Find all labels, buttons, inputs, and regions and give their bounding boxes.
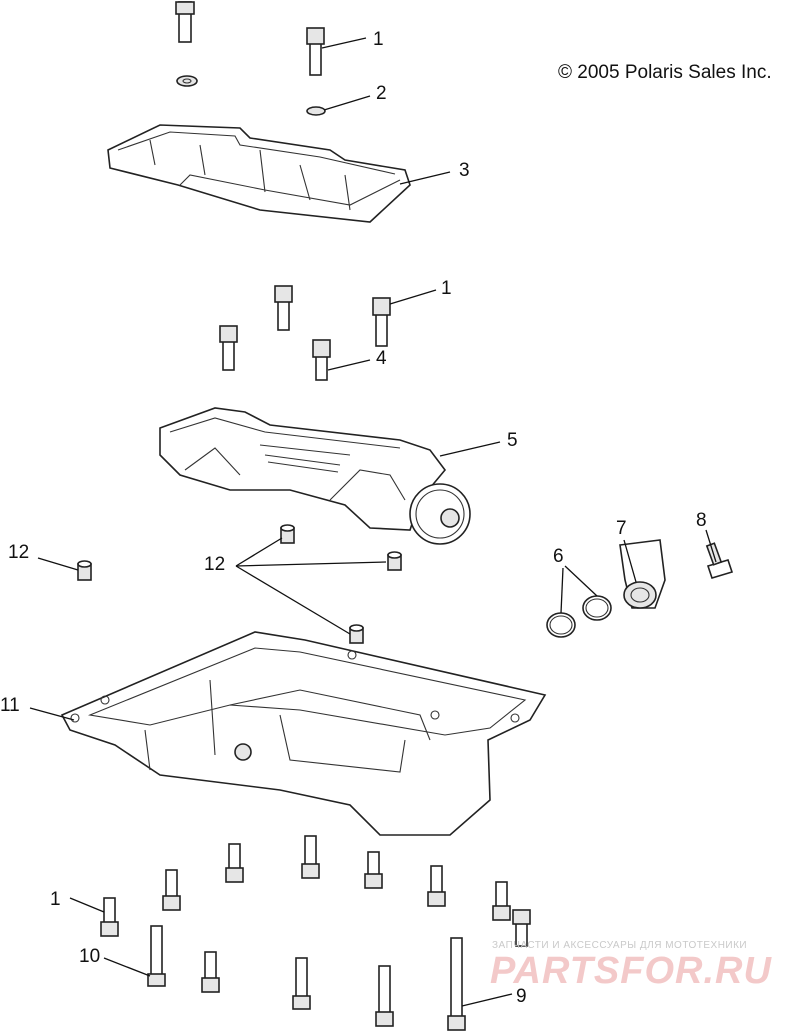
bolt-bottom-4 [364, 851, 383, 889]
bolt-bottom-3 [162, 869, 181, 911]
callout-1-top: 1 [373, 29, 384, 50]
bolt-bottom-1 [225, 843, 244, 883]
dowel-pin-center-b [387, 551, 402, 571]
callout-2: 2 [376, 83, 387, 104]
oil-pan-part-11 [60, 631, 547, 836]
watermark-tagline: ЗАПЧАСТИ И АКСЕССУАРЫ ДЛЯ МОТОТЕХНИКИ [492, 940, 748, 951]
oil-pump-part-5 [159, 407, 471, 545]
bolt-bottom-5 [427, 865, 446, 907]
dowel-pin-center-a [280, 524, 295, 544]
bolt-bottom-6 [492, 881, 511, 921]
callout-10: 10 [79, 946, 100, 967]
leader-lines [29, 37, 717, 1007]
bolt-bottom-10 [375, 965, 394, 1027]
bolt-bottom-7 [512, 909, 531, 947]
bolt-bottom-2 [301, 835, 320, 879]
bolt-part-1-top [306, 27, 325, 76]
callout-4: 4 [376, 348, 387, 369]
bolt-top-left [175, 1, 195, 43]
callout-6: 6 [553, 546, 564, 567]
bolt-part-9 [447, 937, 466, 1031]
bolt-part-1-bottom [100, 897, 119, 937]
callout-3: 3 [459, 160, 470, 181]
baffle-plate-part-3 [107, 124, 411, 223]
bolt-part-10 [147, 925, 166, 987]
oil-fitting-part-7 [619, 539, 666, 609]
dowel-pin-center-c [349, 624, 364, 644]
washer-part-2 [306, 106, 326, 116]
o-ring-part-6 [546, 595, 612, 638]
bolt-part-4 [312, 339, 331, 381]
callout-9: 9 [516, 986, 527, 1007]
callout-1-mid: 1 [441, 278, 452, 299]
copyright-notice: © 2005 Polaris Sales Inc. [558, 62, 772, 83]
bolt-bottom-9 [292, 957, 311, 1010]
bolt-mid-c [219, 325, 238, 371]
callout-7: 7 [616, 518, 627, 539]
dowel-pin-left [77, 560, 92, 581]
bolt-mid-a [274, 285, 293, 331]
watermark-logo: PARTSFOR.RU [490, 950, 772, 992]
callout-8: 8 [696, 510, 707, 531]
bolt-part-1-mid [372, 297, 391, 347]
callout-12-center: 12 [204, 554, 225, 575]
callout-5: 5 [507, 430, 518, 451]
sensor-part-8 [705, 542, 734, 579]
callout-1-bottom: 1 [50, 889, 61, 910]
callout-12-left: 12 [8, 542, 29, 563]
washer-top-left [176, 75, 198, 87]
bolt-bottom-8 [201, 951, 220, 993]
callout-11: 11 [0, 695, 20, 716]
